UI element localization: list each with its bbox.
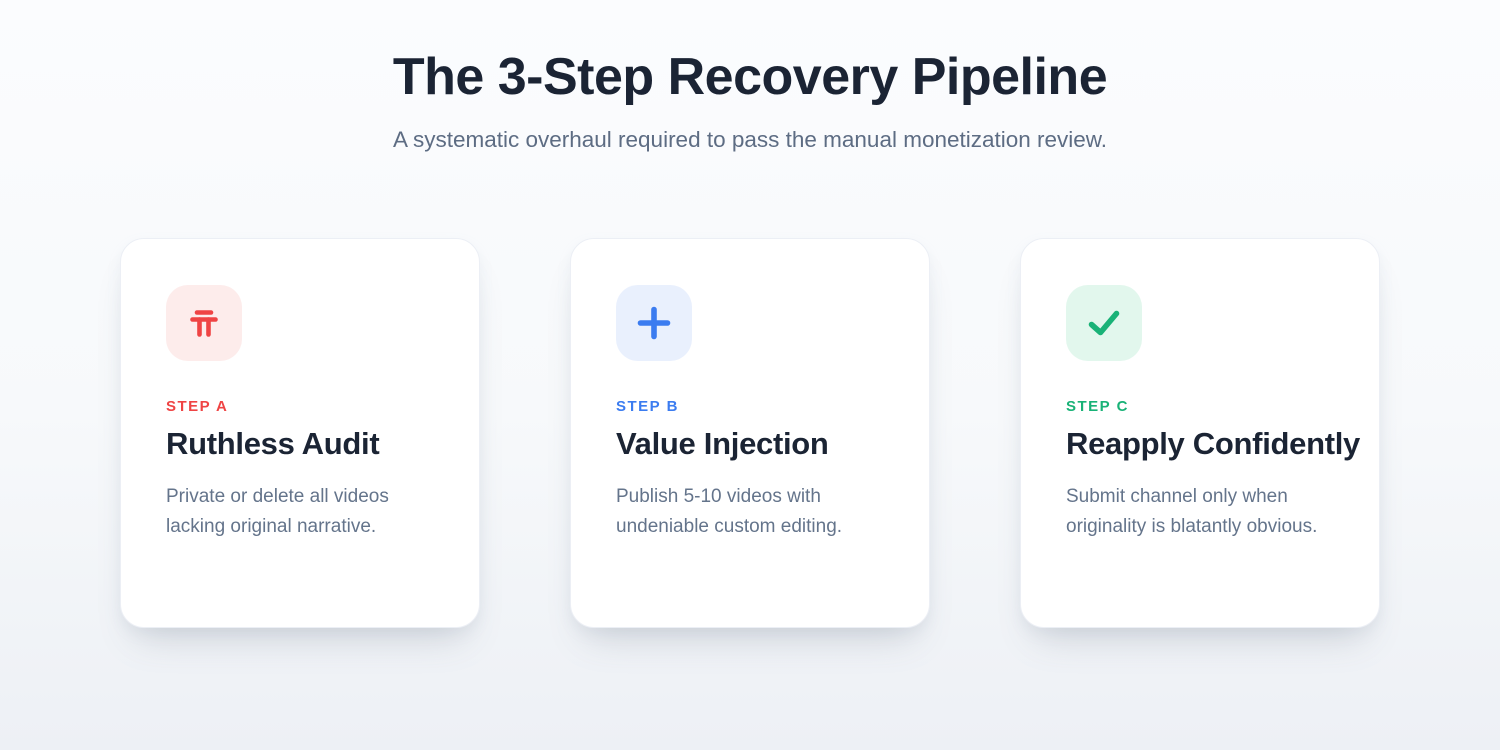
step-b-label: STEP B bbox=[616, 397, 679, 415]
step-a-description: Private or delete all videos lacking ori… bbox=[166, 485, 389, 537]
step-c-label: STEP C bbox=[1066, 397, 1129, 415]
audit-gate-icon bbox=[190, 309, 218, 337]
step-b-description: Publish 5-10 videos with undeniable cust… bbox=[616, 485, 843, 537]
step-card-b: STEP B Value Injection Publish 5-10 vide… bbox=[570, 237, 930, 628]
step-a-icon-badge bbox=[166, 284, 242, 361]
step-b-icon-badge bbox=[616, 284, 692, 361]
step-card-a: STEP A Ruthless Audit Private or delete … bbox=[120, 237, 480, 628]
plus-icon bbox=[637, 306, 671, 339]
step-a-title: Ruthless Audit bbox=[166, 425, 380, 461]
step-c-description: Submit channel only when originality is … bbox=[1066, 485, 1318, 537]
pipeline-row: STEP A Ruthless Audit Private or delete … bbox=[120, 237, 1380, 628]
check-icon bbox=[1088, 310, 1120, 335]
header: The 3-Step Recovery Pipeline A systemati… bbox=[0, 0, 1500, 153]
step-c-icon-badge bbox=[1066, 284, 1142, 361]
step-c-title: Reapply Confidently bbox=[1066, 425, 1360, 461]
page-title: The 3-Step Recovery Pipeline bbox=[392, 48, 1108, 106]
page-subtitle: A systematic overhaul required to pass t… bbox=[392, 126, 1108, 152]
step-a-label: STEP A bbox=[166, 397, 229, 415]
step-card-c: STEP C Reapply Confidently Submit channe… bbox=[1020, 237, 1380, 628]
step-b-title: Value Injection bbox=[616, 425, 829, 461]
